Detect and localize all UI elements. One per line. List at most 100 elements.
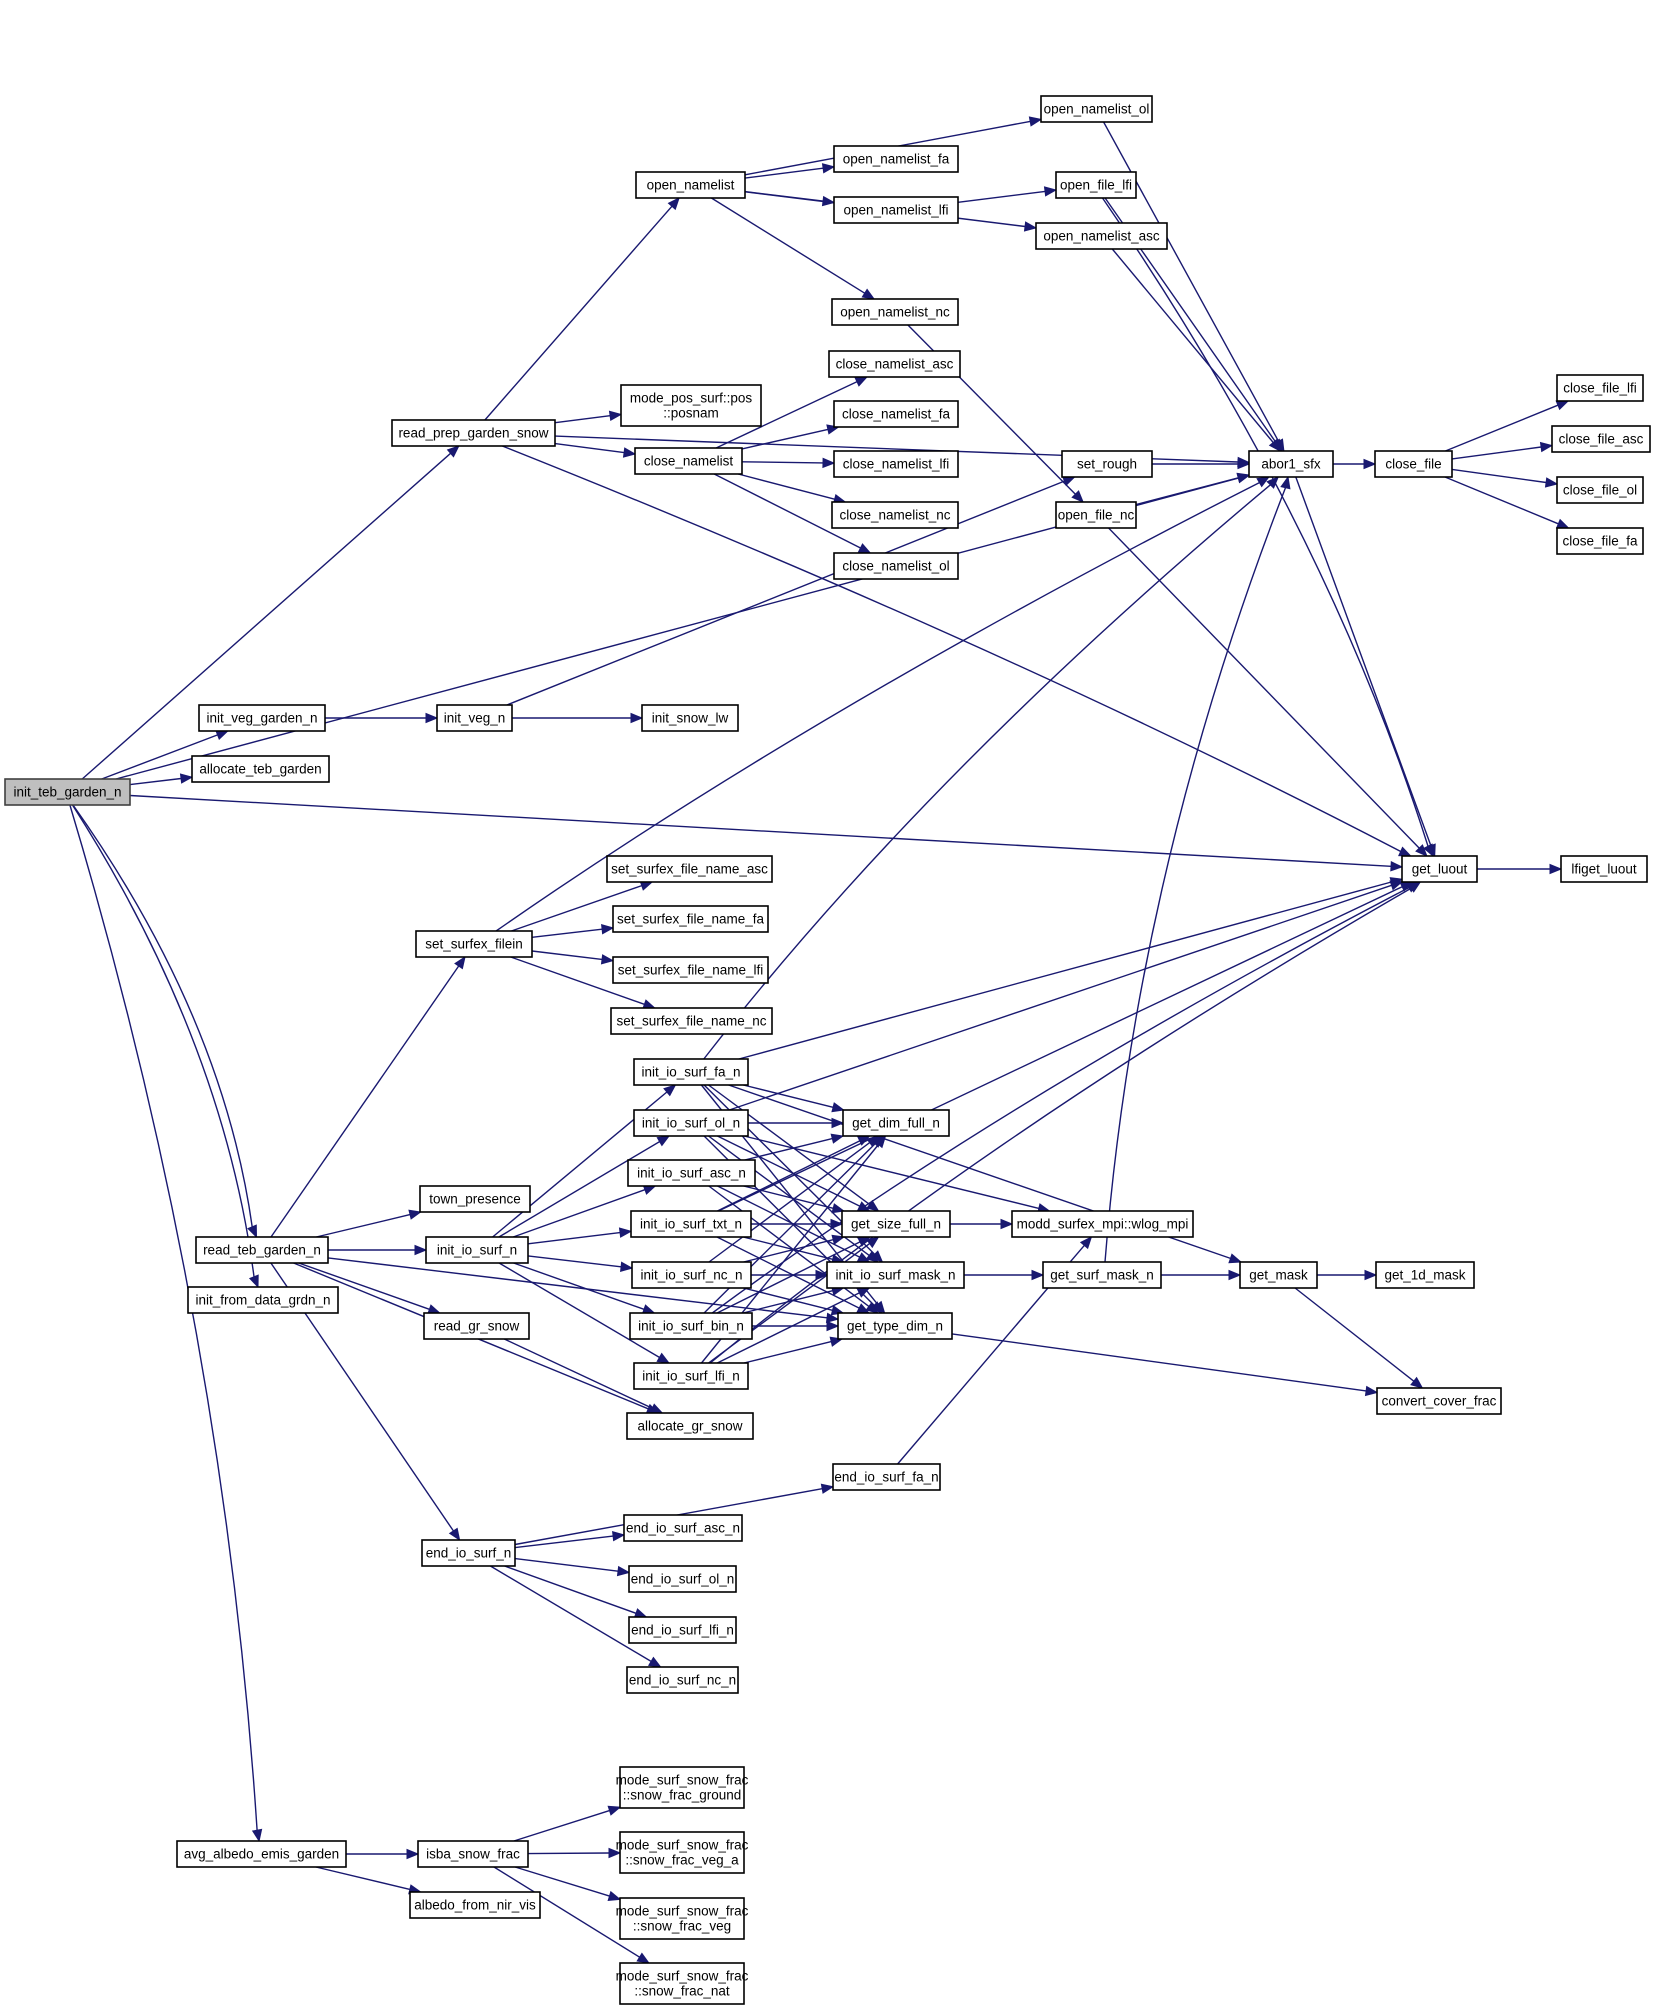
node-box[interactable] (198, 704, 326, 732)
node-get-mask[interactable]: get_mask (1239, 1261, 1318, 1289)
node-box[interactable] (415, 930, 533, 958)
node-box[interactable] (627, 1159, 756, 1187)
node-box[interactable] (421, 1539, 516, 1567)
node-init-io-surf-n[interactable]: init_io_surf_n (425, 1236, 529, 1264)
node-box[interactable] (826, 1261, 965, 1289)
node-close-namelist-nc[interactable]: close_namelist_nc (831, 501, 959, 529)
node-init-io-surf-ol-n[interactable]: init_io_surf_ol_n (633, 1109, 749, 1137)
node-snow-frac-veg-a[interactable]: mode_surf_snow_frac::snow_frac_veg_a (616, 1831, 749, 1874)
node-set-surfex-file-name-nc[interactable]: set_surfex_file_name_nc (610, 1007, 773, 1035)
node-box[interactable] (176, 1840, 347, 1868)
node-allocate-teb-garden[interactable]: allocate_teb_garden (191, 755, 330, 783)
node-lfiget-luout[interactable]: lfiget_luout (1560, 855, 1648, 883)
node-allocate-gr-snow[interactable]: allocate_gr_snow (626, 1412, 754, 1440)
node-read-teb-garden-n[interactable]: read_teb_garden_n (195, 1236, 329, 1264)
node-box[interactable] (619, 1897, 745, 1940)
node-open-file-lfi[interactable]: open_file_lfi (1055, 171, 1137, 199)
node-get-size-full-n[interactable]: get_size_full_n (841, 1210, 951, 1238)
node-box[interactable] (832, 1463, 941, 1491)
node-box[interactable] (1055, 171, 1137, 199)
node-box[interactable] (1556, 476, 1644, 504)
node-init-veg-garden-n[interactable]: init_veg_garden_n (198, 704, 326, 732)
node-close-namelist-lfi[interactable]: close_namelist_lfi (833, 450, 959, 478)
node-close-namelist-asc[interactable]: close_namelist_asc (828, 350, 961, 378)
node-init-io-surf-fa-n[interactable]: init_io_surf_fa_n (633, 1058, 749, 1086)
node-open-namelist-lfi[interactable]: open_namelist_lfi (833, 196, 959, 224)
node-close-namelist-ol[interactable]: close_namelist_ol (833, 552, 959, 580)
node-open-namelist-fa[interactable]: open_namelist_fa (833, 145, 959, 173)
node-wlog-mpi[interactable]: modd_surfex_mpi::wlog_mpi (1011, 1210, 1194, 1238)
node-box[interactable] (612, 905, 769, 933)
node-box[interactable] (606, 855, 773, 883)
node-box[interactable] (425, 1236, 529, 1264)
node-avg-albedo-emis-garden[interactable]: avg_albedo_emis_garden (176, 1840, 347, 1868)
node-box[interactable] (1374, 450, 1453, 478)
node-box[interactable] (4, 778, 131, 806)
node-get-1d-mask[interactable]: get_1d_mask (1375, 1261, 1475, 1289)
node-box[interactable] (1035, 222, 1168, 250)
node-init-from-data-grdn-n[interactable]: init_from_data_grdn_n (187, 1286, 339, 1314)
node-open-namelist-ol[interactable]: open_namelist_ol (1040, 95, 1153, 123)
node-open-file-nc[interactable]: open_file_nc (1055, 501, 1137, 529)
node-init-io-surf-txt-n[interactable]: init_io_surf_txt_n (630, 1210, 752, 1238)
node-box[interactable] (623, 1514, 743, 1542)
node-box[interactable] (1560, 855, 1648, 883)
node-get-type-dim-n[interactable]: get_type_dim_n (837, 1312, 953, 1340)
node-init-io-surf-lfi-n[interactable]: init_io_surf_lfi_n (633, 1362, 749, 1390)
node-town-presence[interactable]: town_presence (419, 1185, 531, 1213)
node-init-io-surf-nc-n[interactable]: init_io_surf_nc_n (631, 1261, 752, 1289)
node-box[interactable] (828, 350, 961, 378)
node-box[interactable] (619, 1766, 745, 1809)
node-box[interactable] (628, 1616, 737, 1644)
node-convert-cover-frac[interactable]: convert_cover_frac (1376, 1387, 1502, 1415)
node-snow-frac-ground[interactable]: mode_surf_snow_frac::snow_frac_ground (616, 1766, 749, 1809)
node-init-snow-lw[interactable]: init_snow_lw (641, 704, 739, 732)
node-box[interactable] (833, 450, 959, 478)
node-box[interactable] (195, 1236, 329, 1264)
node-box[interactable] (833, 145, 959, 173)
node-abor1-sfx[interactable]: abor1_sfx (1248, 450, 1334, 478)
node-box[interactable] (633, 1362, 749, 1390)
node-box[interactable] (837, 1312, 953, 1340)
node-end-io-surf-asc-n[interactable]: end_io_surf_asc_n (623, 1514, 743, 1542)
node-box[interactable] (1248, 450, 1334, 478)
node-box[interactable] (1042, 1261, 1162, 1289)
node-box[interactable] (626, 1666, 739, 1694)
node-box[interactable] (1401, 855, 1478, 883)
node-set-surfex-file-name-lfi[interactable]: set_surfex_file_name_lfi (612, 956, 769, 984)
node-box[interactable] (1375, 1261, 1475, 1289)
node-init-io-surf-mask-n[interactable]: init_io_surf_mask_n (826, 1261, 965, 1289)
node-box[interactable] (831, 298, 959, 326)
node-box[interactable] (626, 1412, 754, 1440)
node-set-surfex-file-name-asc[interactable]: set_surfex_file_name_asc (606, 855, 773, 883)
node-end-io-surf-n[interactable]: end_io_surf_n (421, 1539, 516, 1567)
node-box[interactable] (1061, 450, 1153, 478)
node-box[interactable] (833, 400, 959, 428)
node-box[interactable] (831, 501, 959, 529)
node-mode-pos-surf-posnam[interactable]: mode_pos_surf::pos::posnam (620, 384, 762, 427)
node-close-namelist-fa[interactable]: close_namelist_fa (833, 400, 959, 428)
node-close-file-asc[interactable]: close_file_asc (1551, 425, 1651, 453)
node-open-namelist-asc[interactable]: open_namelist_asc (1035, 222, 1168, 250)
node-read-prep-garden-snow[interactable]: read_prep_garden_snow (391, 419, 556, 447)
node-albedo-from-nir-vis[interactable]: albedo_from_nir_vis (409, 1891, 541, 1919)
node-box[interactable] (620, 384, 762, 427)
node-box[interactable] (610, 1007, 773, 1035)
node-box[interactable] (436, 704, 513, 732)
node-get-surf-mask-n[interactable]: get_surf_mask_n (1042, 1261, 1162, 1289)
node-box[interactable] (409, 1891, 541, 1919)
node-close-file[interactable]: close_file (1374, 450, 1453, 478)
node-close-file-ol[interactable]: close_file_ol (1556, 476, 1644, 504)
node-box[interactable] (1556, 527, 1644, 555)
node-box[interactable] (842, 1109, 950, 1137)
node-set-surfex-file-name-fa[interactable]: set_surfex_file_name_fa (612, 905, 769, 933)
node-box[interactable] (633, 1109, 749, 1137)
node-box[interactable] (633, 1058, 749, 1086)
node-box[interactable] (417, 1840, 529, 1868)
node-set-rough[interactable]: set_rough (1061, 450, 1153, 478)
node-box[interactable] (1376, 1387, 1502, 1415)
node-box[interactable] (612, 956, 769, 984)
node-read-gr-snow[interactable]: read_gr_snow (423, 1312, 530, 1340)
node-open-namelist-nc[interactable]: open_namelist_nc (831, 298, 959, 326)
node-snow-frac-nat[interactable]: mode_surf_snow_frac::snow_frac_nat (616, 1962, 749, 2005)
